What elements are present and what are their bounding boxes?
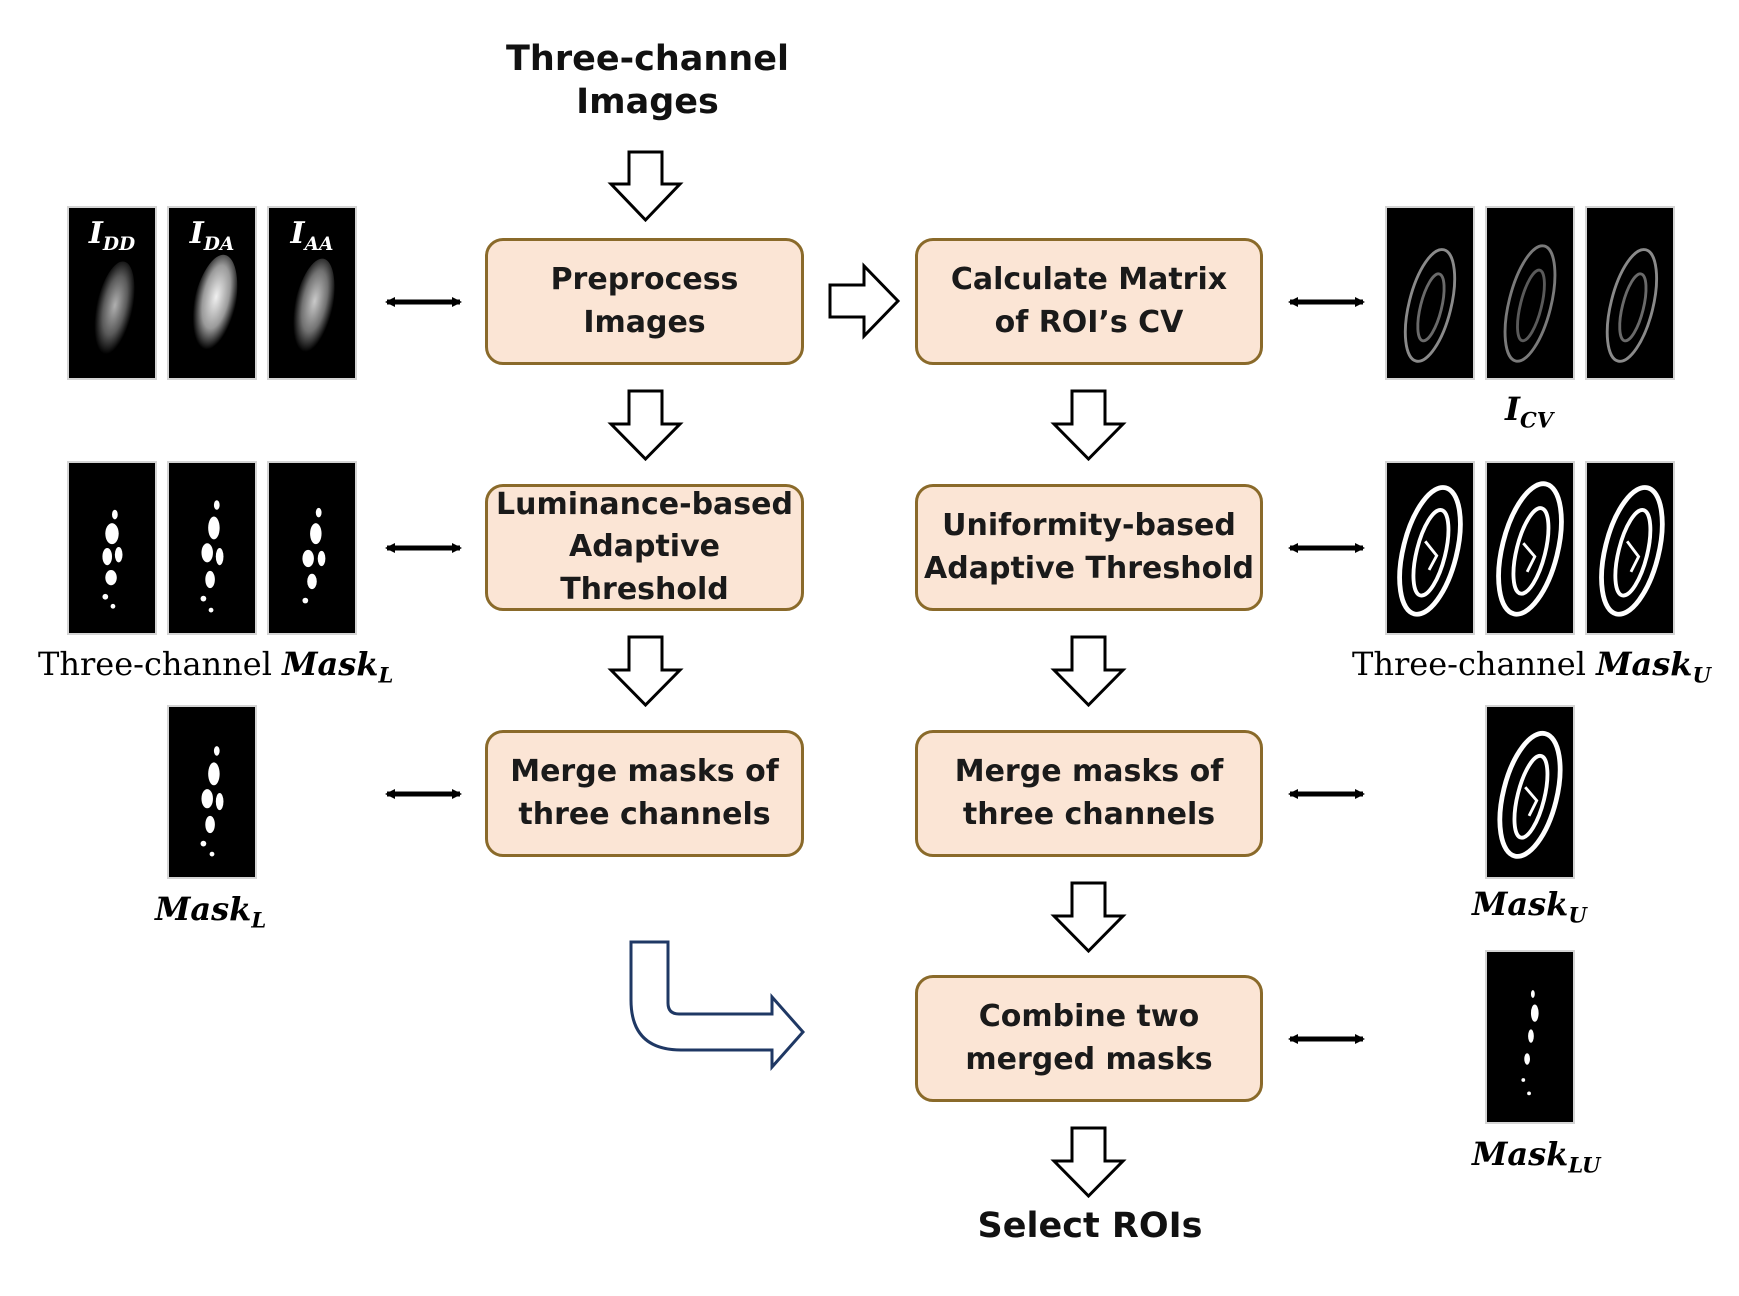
box-line: Combine two [978, 998, 1200, 1034]
cv-matrix-image-3 [1585, 206, 1675, 380]
combined-mask-lu-image [1485, 950, 1575, 1124]
channel-da-label: IDA [189, 216, 235, 255]
box-line: merged masks [965, 1041, 1213, 1077]
curved-arrow-merge-to-combine [629, 940, 806, 1071]
channel-dd-image: IDD [67, 206, 157, 380]
calculate-cv-matrix-box: Calculate Matrix of ROI’s CV [915, 238, 1263, 365]
box-line: three channels [518, 796, 771, 832]
box-line: of ROI’s CV [994, 304, 1184, 340]
down-arrow-combine [1050, 1126, 1127, 1199]
box-line: Luminance-based [496, 486, 793, 522]
mask-lu-label: MaskLU [1472, 1135, 1601, 1178]
uniformity-mask-1 [1385, 461, 1475, 635]
uniformity-mask-3 [1585, 461, 1675, 635]
box-line: Preprocess [550, 261, 739, 297]
channel-dd-label: IDD [88, 216, 136, 255]
merged-mask-l-image [167, 705, 257, 879]
uniformity-mask-2 [1485, 461, 1575, 635]
luminance-mask-aa [267, 461, 357, 635]
select-rois-label: Select ROIs [977, 1206, 1203, 1246]
box-line: Merge masks of [954, 753, 1224, 789]
box-line: Adaptive Threshold [924, 550, 1254, 586]
down-arrow-uniformity [1050, 635, 1127, 708]
channel-da-image: IDA [167, 206, 257, 380]
right-arrow-preprocess-to-calc [828, 262, 901, 340]
box-line: three channels [962, 796, 1216, 832]
icv-label: ICV [1505, 390, 1554, 433]
diagram-title: Three-channel Images [480, 38, 815, 123]
box-line: Merge masks of [510, 753, 779, 789]
box-line: Uniformity-based [942, 507, 1236, 543]
cv-matrix-image-2 [1485, 206, 1575, 380]
mask-l-label: MaskL [155, 890, 267, 933]
luminance-mask-dd [67, 461, 157, 635]
luminance-mask-da [167, 461, 257, 635]
down-arrow-title [607, 150, 684, 223]
combine-masks-box: Combine two merged masks [915, 975, 1263, 1102]
box-line: Adaptive Threshold [560, 529, 729, 607]
merged-mask-u-image [1485, 705, 1575, 879]
mask-u-label: MaskU [1472, 885, 1587, 928]
down-arrow-calc [1050, 389, 1127, 462]
cv-matrix-image-1 [1385, 206, 1475, 380]
channel-aa-label: IAA [290, 216, 334, 255]
three-channel-mask-l-label: Three-channel MaskL [38, 645, 394, 688]
channel-aa-image: IAA [267, 206, 357, 380]
three-channel-mask-u-label: Three-channel MaskU [1352, 645, 1711, 688]
down-arrow-luminance [607, 635, 684, 708]
title-line-1: Three-channel [506, 39, 789, 79]
title-line-2: Images [576, 81, 719, 122]
box-line: Images [583, 304, 706, 340]
merge-right-box: Merge masks of three channels [915, 730, 1263, 857]
down-arrow-preprocess [607, 389, 684, 462]
down-arrow-merge-right [1050, 881, 1127, 954]
box-line: Calculate Matrix [950, 261, 1228, 297]
merge-left-box: Merge masks of three channels [485, 730, 804, 857]
